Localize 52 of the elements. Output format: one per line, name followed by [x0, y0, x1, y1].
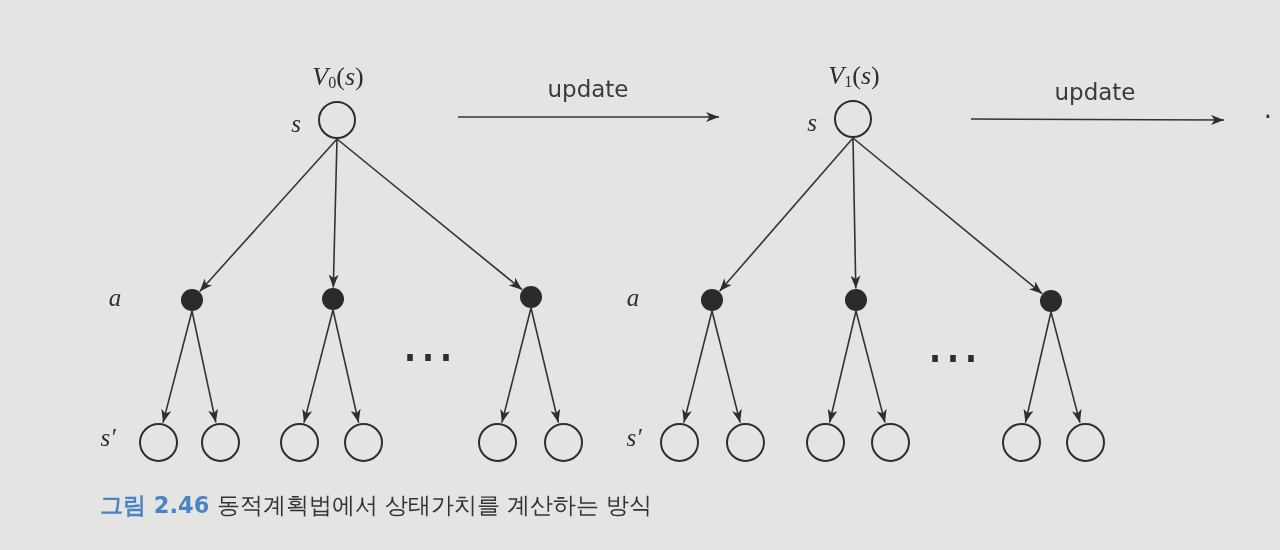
state-circle: [1065, 422, 1105, 462]
arrow: [530, 307, 561, 424]
ellipsis: ⋯: [926, 325, 980, 389]
arrow: [336, 138, 523, 291]
action-dot: [520, 286, 542, 308]
state-circle: [138, 422, 178, 462]
arrow-label: update: [1054, 78, 1136, 106]
figure-caption: 그림 2.46 동적계획법에서 상태가치를 계산하는 방식: [100, 492, 652, 519]
action-dot: [1040, 290, 1062, 312]
action-dot: [845, 289, 867, 311]
arrow: [1050, 311, 1082, 424]
arrow: [328, 138, 339, 289]
state-circle: [659, 422, 699, 462]
row-label: s′: [626, 423, 642, 453]
arrow: [500, 307, 532, 424]
value-function-label: V$_{1}$(s): [828, 60, 880, 92]
state-circle: [343, 422, 383, 462]
arrow: [332, 309, 361, 424]
state-circle: [543, 422, 583, 462]
state-circle: [725, 422, 765, 462]
arrow: [718, 137, 854, 293]
action-dot: [322, 288, 344, 310]
arrow: [1023, 311, 1052, 424]
state-circle: [834, 100, 872, 138]
arrow: [855, 310, 887, 424]
state-circle: [805, 422, 845, 462]
arrow: [850, 137, 861, 290]
value-function-label: V$_{0}$(s): [312, 61, 364, 93]
ellipsis: ⋯: [401, 324, 455, 388]
state-circle: [279, 422, 319, 462]
state-label: s: [807, 108, 817, 138]
row-label: a: [626, 283, 640, 313]
arrow: [161, 310, 193, 424]
action-dot: [181, 289, 203, 311]
state-circle: [1001, 422, 1041, 462]
arrow: [711, 310, 742, 424]
row-label: s′: [100, 423, 116, 453]
arrow: [198, 138, 338, 293]
arrow: [302, 309, 334, 424]
state-circle: [870, 422, 910, 462]
action-dot: [701, 289, 723, 311]
arrow: [682, 310, 713, 424]
row-label: a: [108, 283, 122, 313]
state-circle: [318, 101, 356, 139]
arrow: [827, 310, 857, 424]
arrow: [191, 310, 218, 424]
state-circle: [477, 422, 517, 462]
ellipsis: ·: [1263, 103, 1273, 133]
arrow: [852, 137, 1043, 295]
state-label: s: [291, 109, 301, 139]
arrow-label: update: [547, 75, 629, 103]
state-circle: [200, 422, 240, 462]
